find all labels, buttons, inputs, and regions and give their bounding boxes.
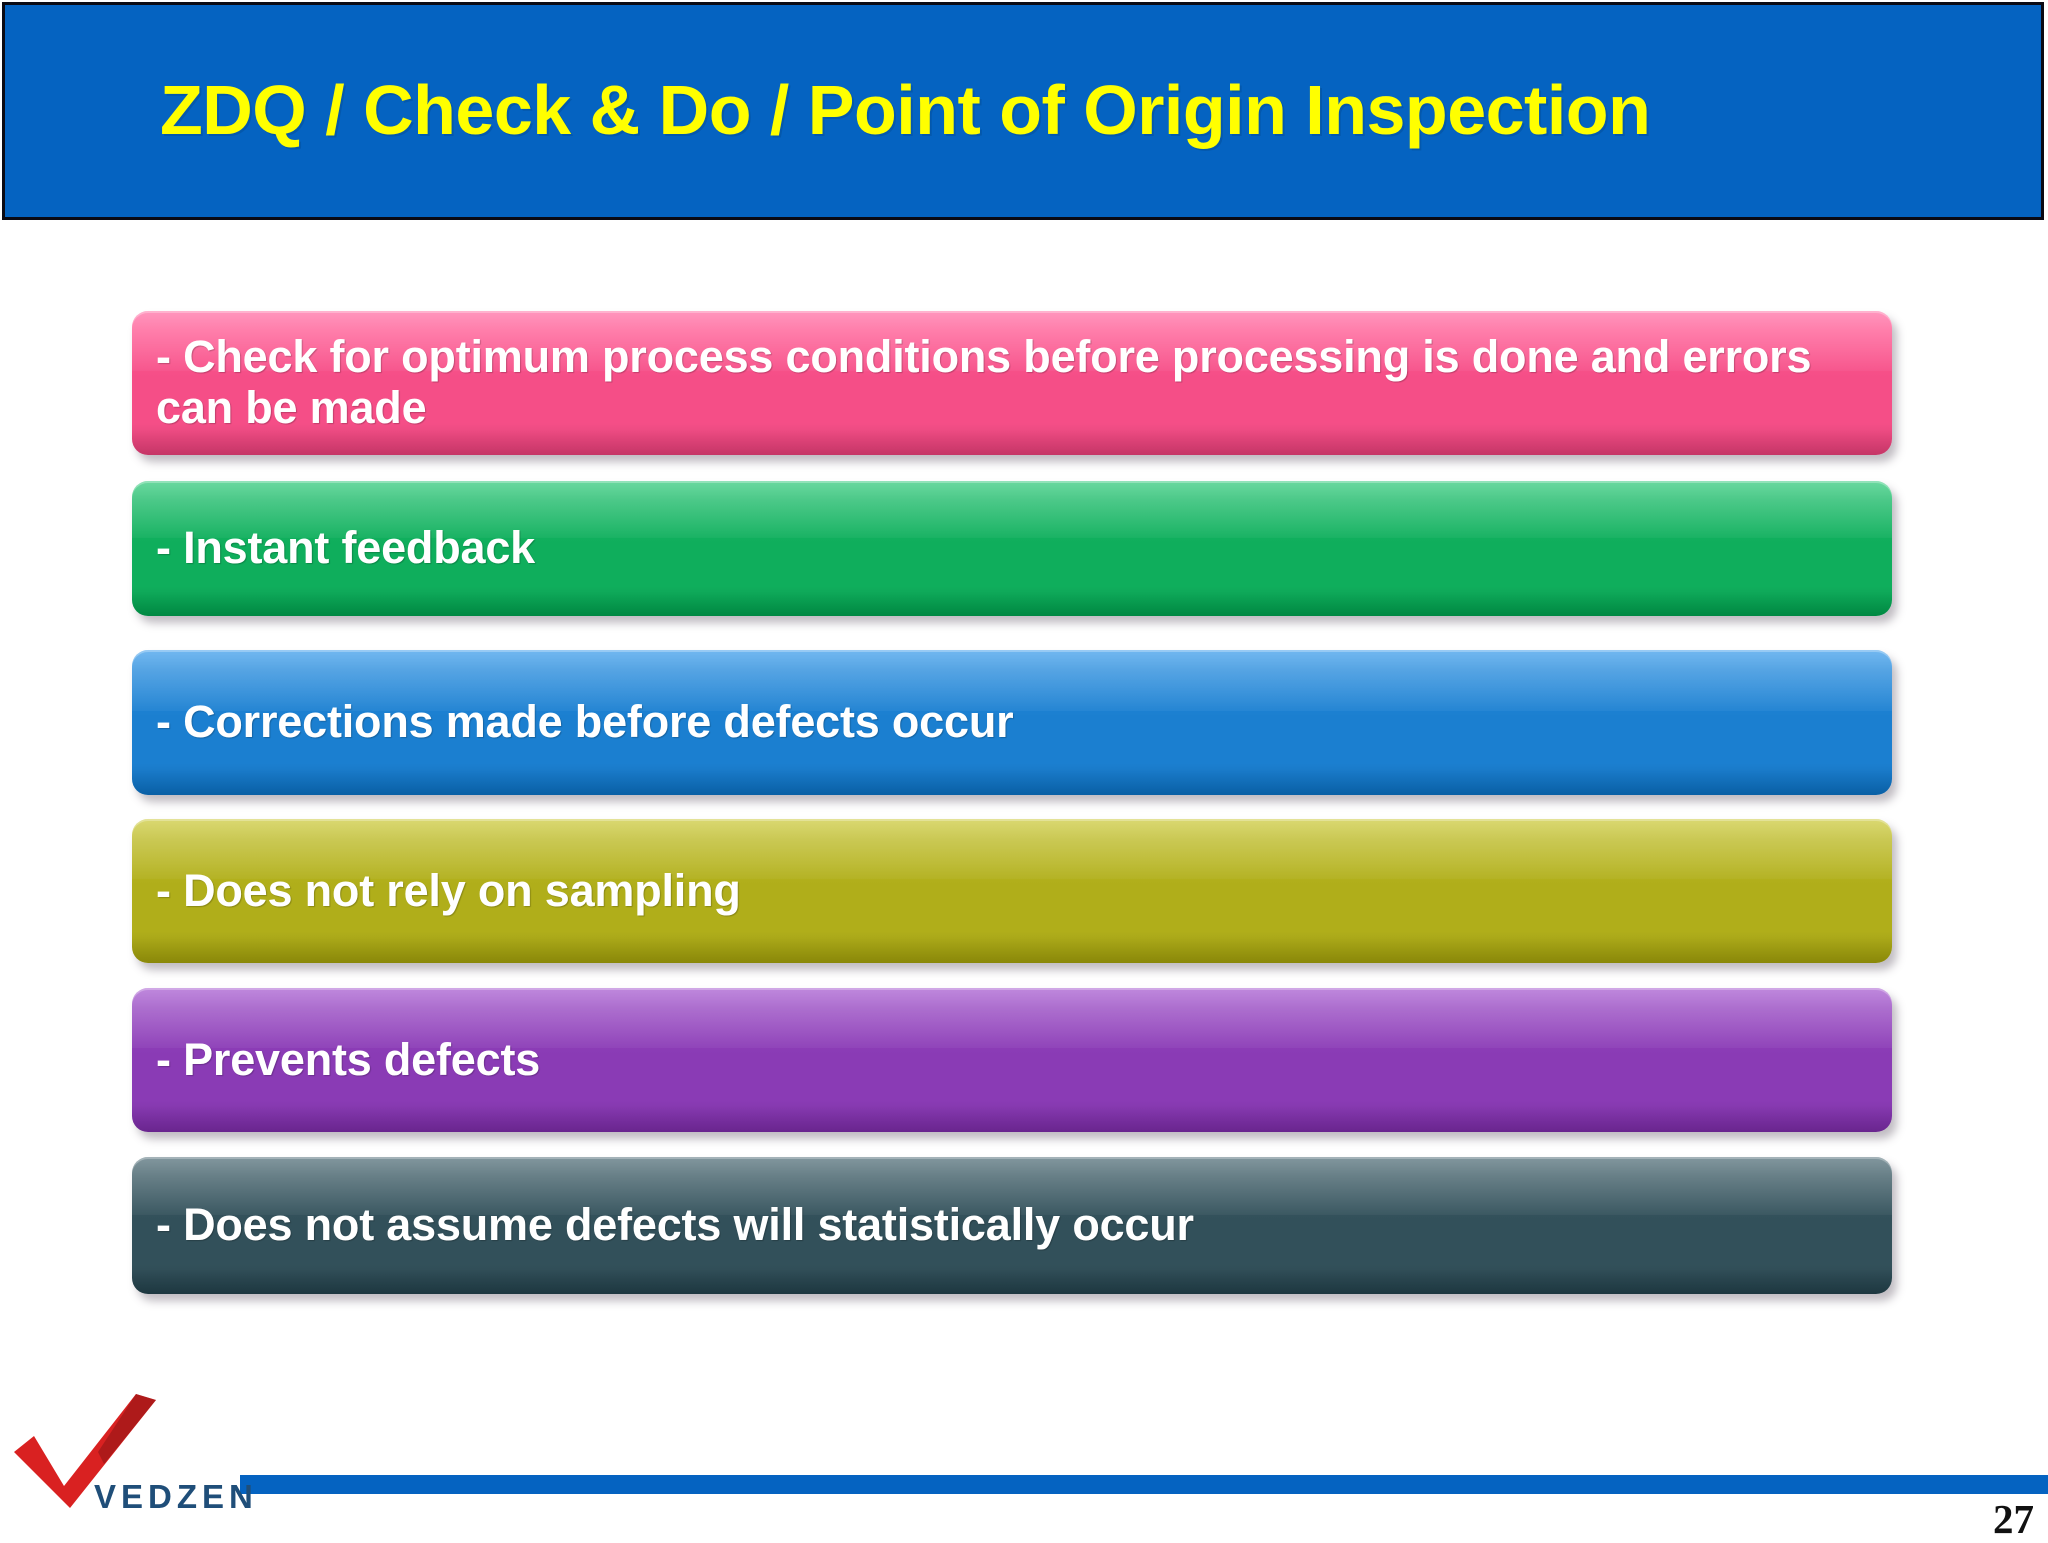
bullet-bar-blue: - Corrections made before defects occur <box>132 650 1892 795</box>
bullet-bar-label: - Check for optimum process conditions b… <box>156 331 1812 433</box>
bullet-bar-label: - Instant feedback <box>156 522 535 574</box>
footer-rule <box>240 1475 2048 1494</box>
checkmark-icon <box>14 1394 156 1508</box>
vedzen-wordmark: VEDZEN <box>94 1478 258 1515</box>
slide-title: ZDQ / Check & Do / Point of Origin Inspe… <box>160 71 1651 150</box>
bar-bottom-shade <box>132 1263 1892 1294</box>
bullet-bar-label: - Prevents defects <box>156 1033 541 1085</box>
bullet-bar-label: - Does not assume defects will statistic… <box>156 1199 1194 1251</box>
bar-bottom-shade <box>132 1100 1892 1132</box>
bullet-bar-green: - Instant feedback <box>132 481 1892 616</box>
bar-bottom-shade <box>132 763 1892 795</box>
bullet-bar-dark-slate: - Does not assume defects will statistic… <box>132 1157 1892 1294</box>
bullet-bar-purple: - Prevents defects <box>132 988 1892 1132</box>
slide-title-banner: ZDQ / Check & Do / Point of Origin Inspe… <box>2 2 2044 220</box>
bullet-bar-pink: - Check for optimum process conditions b… <box>132 311 1892 455</box>
bar-bottom-shade <box>132 931 1892 963</box>
vedzen-logo: VEDZEN <box>8 1390 253 1536</box>
page-number: 27 <box>1993 1496 2034 1542</box>
bar-bottom-shade <box>132 586 1892 616</box>
bullet-bar-label: - Does not rely on sampling <box>156 864 741 916</box>
bullet-bar-olive: - Does not rely on sampling <box>132 819 1892 963</box>
bullet-bar-label: - Corrections made before defects occur <box>156 696 1014 748</box>
